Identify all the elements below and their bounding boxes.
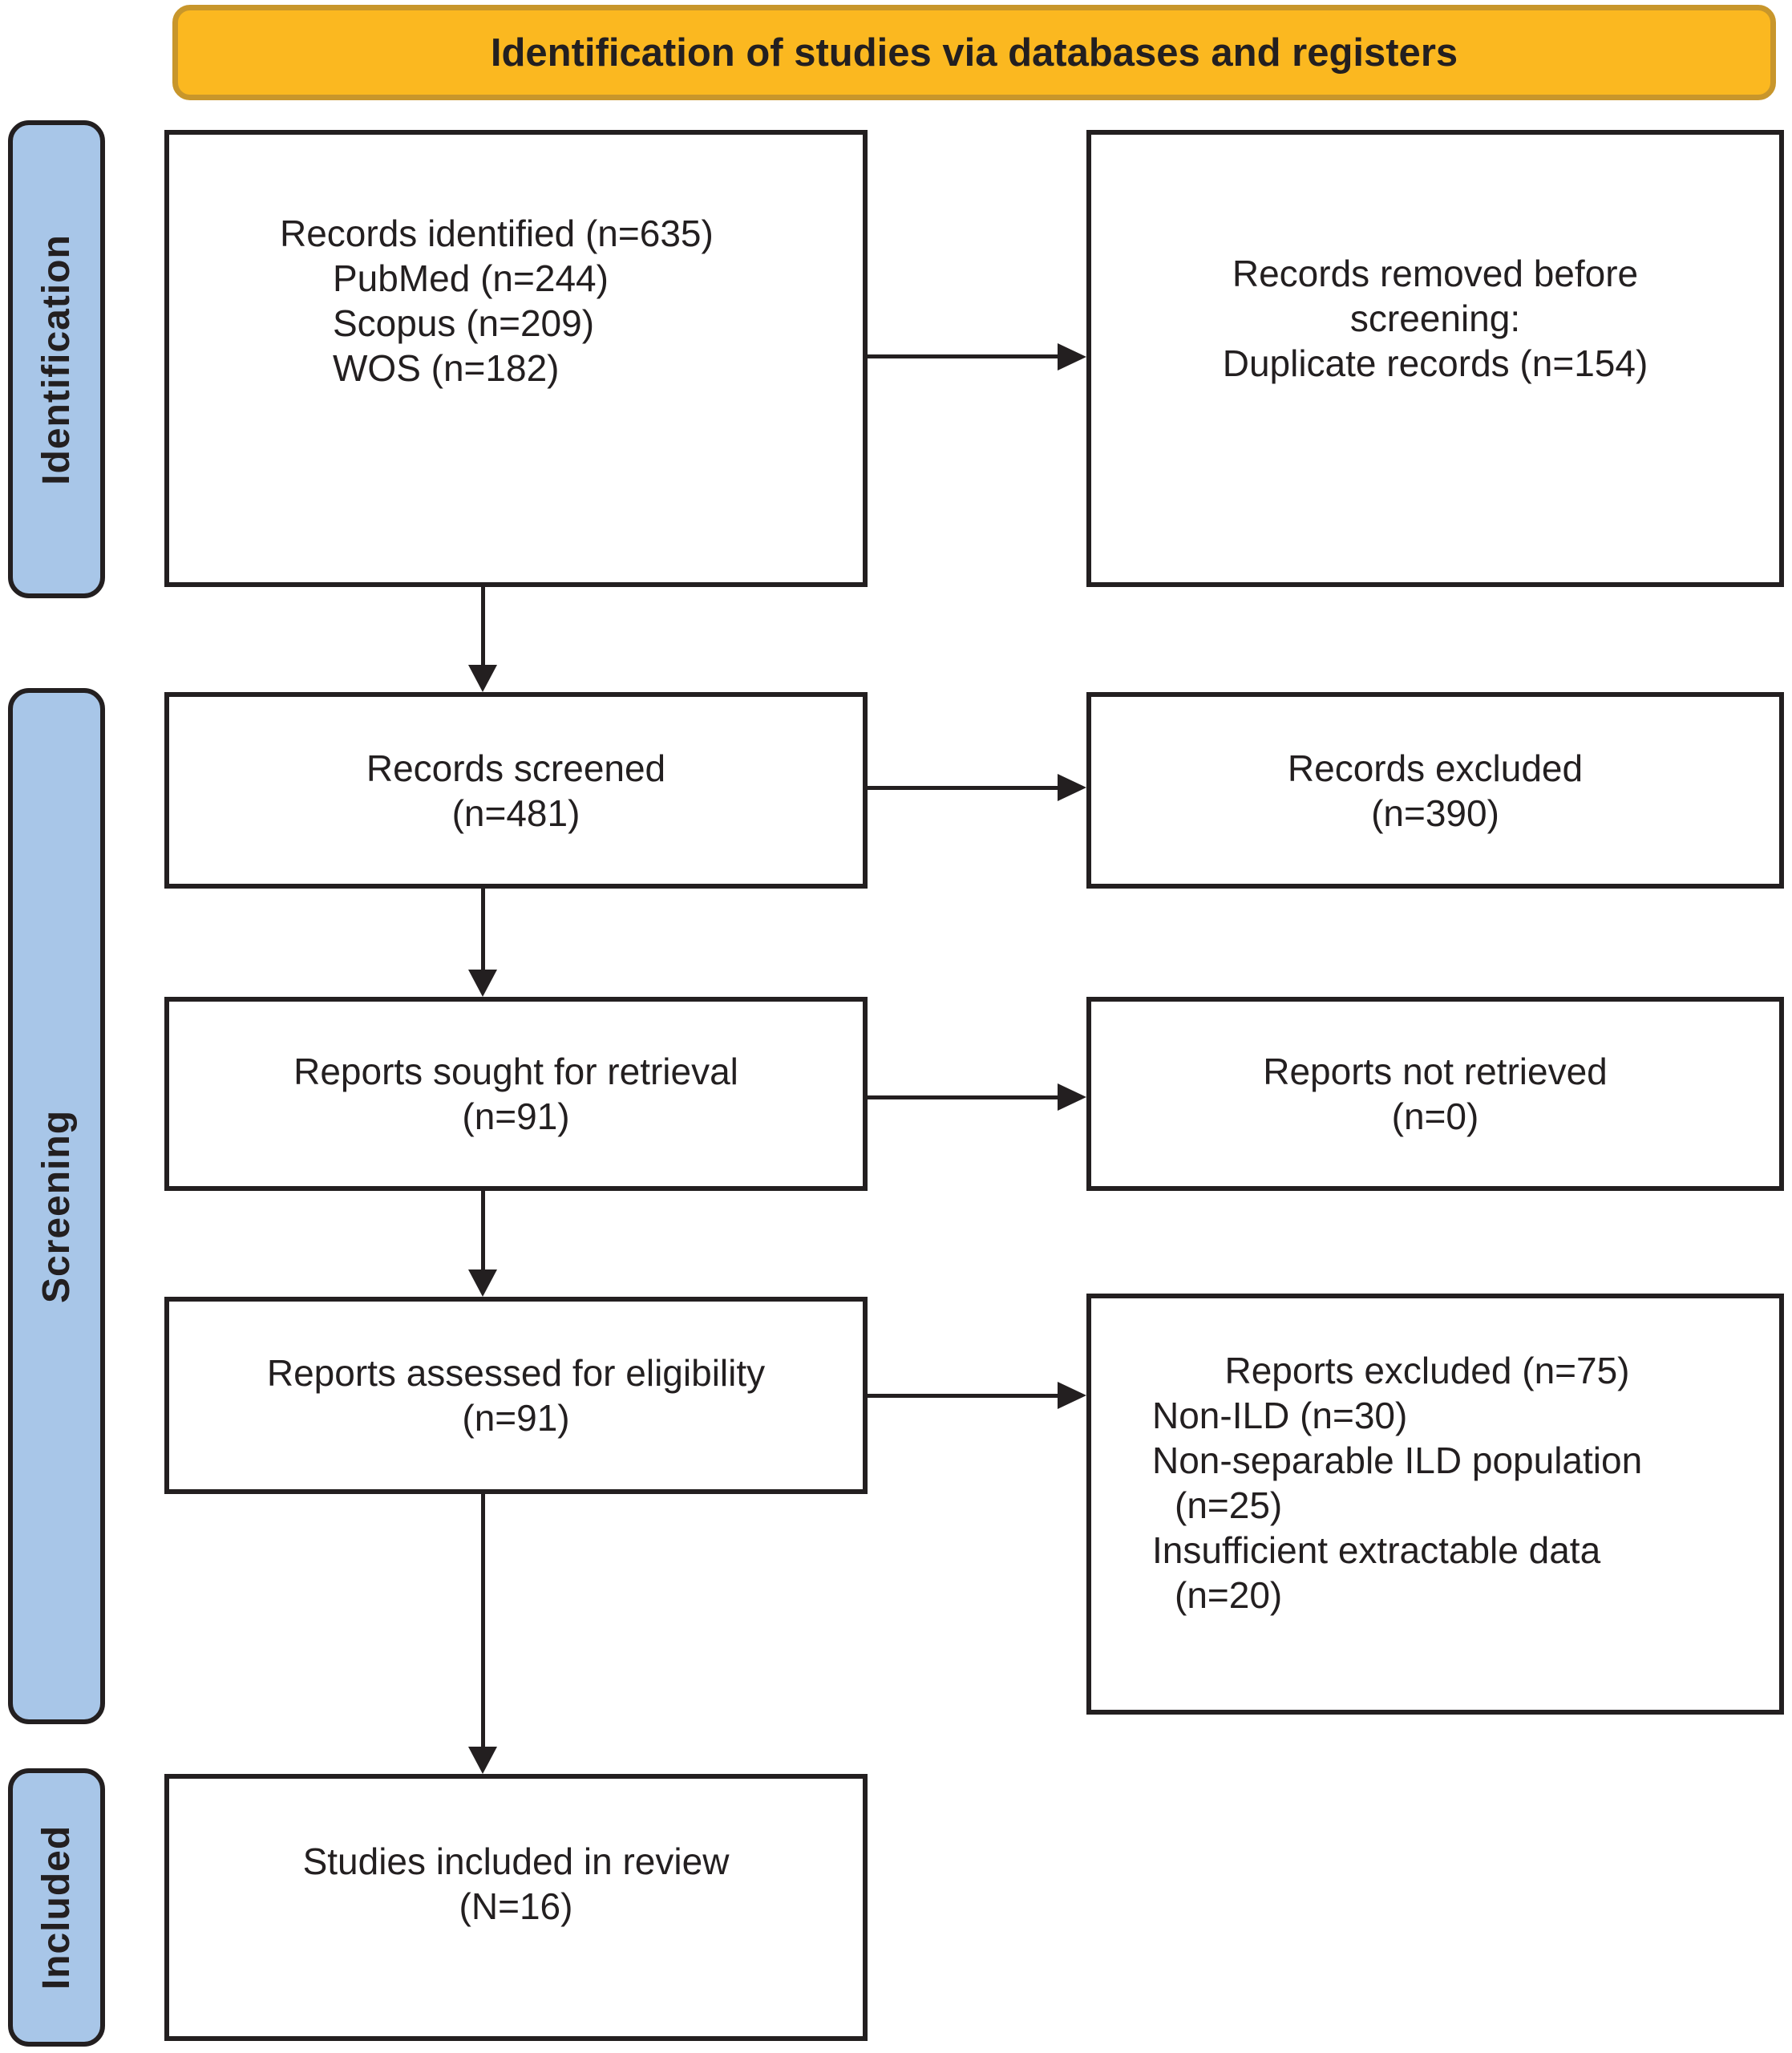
- box-reports-sought: Reports sought for retrieval (n=91): [164, 997, 868, 1191]
- arrow-identified-to-removed-head: [1058, 343, 1086, 371]
- studies-included-line1: Studies included in review: [302, 1840, 730, 1882]
- stage-label-screening-text: Screening: [35, 1109, 79, 1303]
- stage-label-identification-text: Identification: [35, 233, 79, 485]
- arrow-assessed-to-reports-excluded-head: [1058, 1382, 1086, 1409]
- arrow-identified-to-screened-head: [468, 665, 497, 692]
- records-removed-line1: Records removed before: [1232, 253, 1639, 294]
- records-removed-line2: screening:: [1349, 298, 1521, 339]
- stage-label-included: Included: [8, 1768, 105, 2047]
- records-identified-source-pubmed: PubMed (n=244): [333, 257, 609, 299]
- banner-title: Identification of studies via databases …: [490, 30, 1458, 75]
- box-reports-not-retrieved: Reports not retrieved (n=0): [1086, 997, 1784, 1191]
- reports-assessed-line1: Reports assessed for eligibility: [266, 1352, 766, 1394]
- arrow-screened-to-sought-shaft: [481, 889, 485, 970]
- reports-excluded-title: Reports excluded (n=75): [1224, 1350, 1630, 1391]
- records-screened-line2: (n=481): [451, 792, 580, 834]
- arrow-sought-to-assessed-shaft: [481, 1191, 485, 1269]
- arrow-screened-to-excluded-shaft: [868, 786, 1058, 790]
- reports-excluded-reason-non-ild: Non-ILD (n=30): [1152, 1395, 1408, 1436]
- arrow-sought-to-assessed-head: [468, 1269, 497, 1297]
- box-records-excluded: Records excluded (n=390): [1086, 692, 1784, 889]
- records-excluded-line2: (n=390): [1371, 792, 1499, 834]
- stage-label-screening: Screening: [8, 688, 105, 1724]
- records-screened-line1: Records screened: [366, 747, 666, 789]
- box-records-screened: Records screened (n=481): [164, 692, 868, 889]
- records-identified-source-scopus: Scopus (n=209): [333, 302, 595, 344]
- arrow-identified-to-removed-shaft: [868, 354, 1058, 358]
- reports-assessed-line2: (n=91): [462, 1397, 570, 1439]
- reports-excluded-reason-non-separable: Non-separable ILD population: [1152, 1440, 1643, 1481]
- stage-label-identification: Identification: [8, 120, 105, 598]
- arrow-assessed-to-included-shaft: [481, 1494, 485, 1747]
- box-reports-assessed: Reports assessed for eligibility (n=91): [164, 1297, 868, 1494]
- arrow-assessed-to-included-head: [468, 1747, 497, 1774]
- reports-excluded-reason-non-separable-count: (n=25): [1175, 1484, 1283, 1526]
- stage-label-included-text: Included: [35, 1824, 78, 1990]
- box-reports-excluded: Reports excluded (n=75) Non-ILD (n=30) N…: [1086, 1294, 1784, 1715]
- arrow-sought-to-not-retrieved-head: [1058, 1083, 1086, 1111]
- studies-included-line2: (N=16): [459, 1885, 573, 1927]
- arrow-screened-to-excluded-head: [1058, 774, 1086, 801]
- box-records-removed: Records removed before screening: Duplic…: [1086, 130, 1784, 587]
- arrow-sought-to-not-retrieved-shaft: [868, 1095, 1058, 1099]
- reports-excluded-reason-insufficient-data: Insufficient extractable data: [1152, 1529, 1601, 1571]
- box-studies-included: Studies included in review (N=16): [164, 1774, 868, 2041]
- box-records-identified: Records identified (n=635) PubMed (n=244…: [164, 130, 868, 587]
- arrow-screened-to-sought-head: [468, 970, 497, 997]
- arrow-assessed-to-reports-excluded-shaft: [868, 1394, 1058, 1398]
- reports-not-retrieved-line2: (n=0): [1391, 1095, 1479, 1137]
- reports-not-retrieved-line1: Reports not retrieved: [1263, 1051, 1608, 1092]
- reports-excluded-reason-insufficient-data-count: (n=20): [1175, 1574, 1283, 1616]
- records-excluded-line1: Records excluded: [1287, 747, 1584, 789]
- arrow-identified-to-screened-shaft: [481, 587, 485, 665]
- records-identified-source-wos: WOS (n=182): [333, 347, 560, 389]
- reports-sought-line1: Reports sought for retrieval: [293, 1051, 738, 1092]
- banner-identification-via-databases: Identification of studies via databases …: [172, 5, 1776, 100]
- records-identified-title: Records identified (n=635): [280, 213, 714, 254]
- reports-sought-line2: (n=91): [462, 1095, 570, 1137]
- records-removed-line3: Duplicate records (n=154): [1222, 342, 1648, 384]
